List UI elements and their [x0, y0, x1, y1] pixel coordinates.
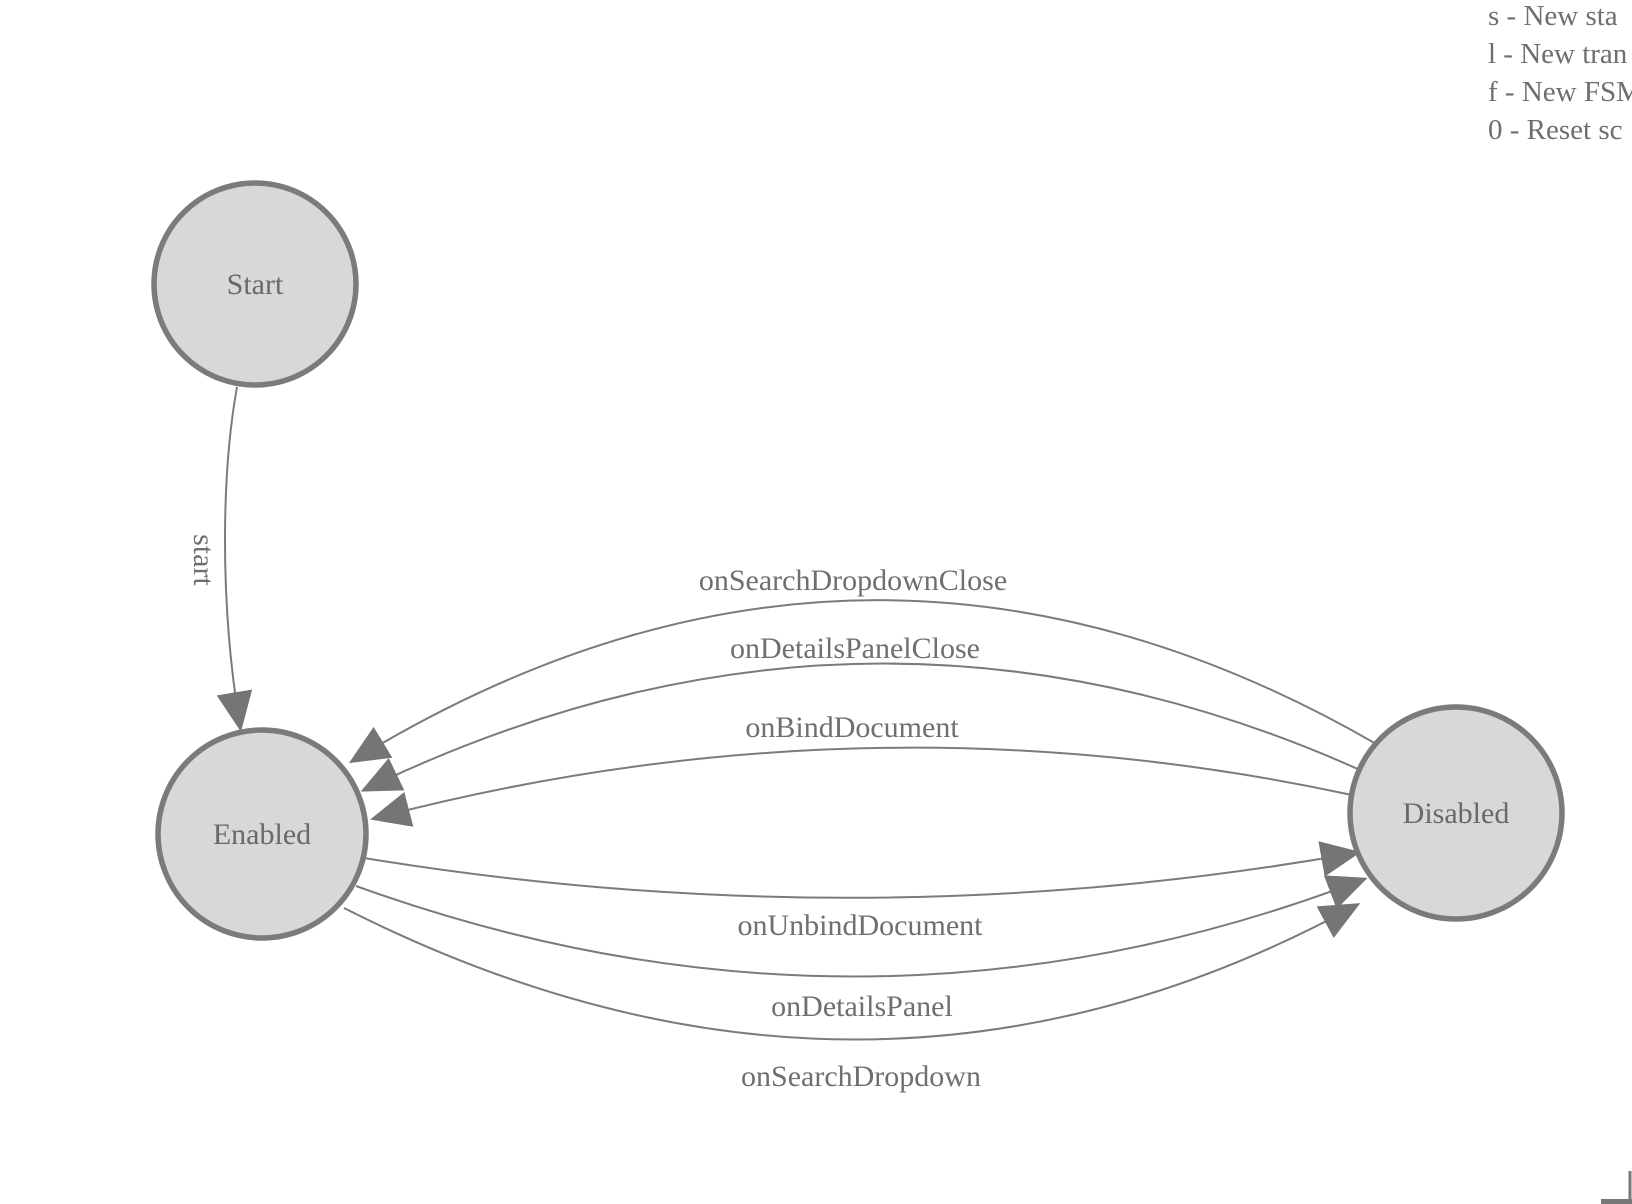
state-circle-start[interactable]	[151, 180, 359, 388]
edge-disabled-to-enabled-onBindDocument[interactable]	[370, 746, 1353, 827]
shortcut-line-new-state: s - New sta	[1488, 0, 1618, 32]
state-circle-enabled[interactable]	[155, 727, 369, 941]
edge-label-onUnbindDocument: onUnbindDocument	[738, 909, 984, 942]
edge-enabled-to-disabled-onDetailsPanel[interactable]	[355, 875, 1368, 978]
panel-corner-horizontal-line	[1601, 1199, 1632, 1204]
shortcut-line-new-fsm: f - New FSM	[1488, 76, 1632, 108]
state-label-enabled: Enabled	[213, 818, 311, 851]
shortcuts-legend: s - New sta l - New tran f - New FSM 0 -…	[1488, 0, 1632, 149]
state-label-disabled: Disabled	[1403, 797, 1510, 830]
state-nodes: Start Enabled Disabled	[151, 180, 1565, 941]
panel-corner-vertical-line	[1628, 1171, 1632, 1204]
shortcut-line-reset: 0 - Reset sc	[1488, 114, 1623, 146]
edge-disabled-to-enabled-onSearchDropdownClose[interactable]	[348, 599, 1379, 764]
edge-label-onBindDocument: onBindDocument	[745, 711, 959, 744]
edge-enabled-to-disabled-onUnbindDocument[interactable]	[363, 841, 1361, 899]
panel-corner	[1601, 1171, 1632, 1204]
state-node-enabled[interactable]: Enabled	[155, 727, 369, 941]
edge-labels: start onSearchDropdownClose onDetailsPan…	[187, 534, 1007, 1093]
edge-label-start: start	[187, 534, 220, 586]
state-label-start: Start	[227, 268, 284, 301]
edge-enabled-to-disabled-onSearchDropdown[interactable]	[343, 903, 1361, 1041]
state-circle-disabled[interactable]	[1347, 704, 1565, 922]
edge-label-onDetailsPanel: onDetailsPanel	[771, 990, 953, 1023]
shortcut-line-new-transition: l - New tran	[1488, 38, 1628, 70]
edge-label-onSearchDropdown: onSearchDropdown	[741, 1060, 981, 1093]
state-node-disabled[interactable]: Disabled	[1347, 704, 1565, 922]
edge-start-to-enabled[interactable]	[216, 386, 253, 732]
edge-label-onSearchDropdownClose: onSearchDropdownClose	[699, 564, 1007, 597]
state-node-start[interactable]: Start	[151, 180, 359, 388]
edge-label-onDetailsPanelClose: onDetailsPanelClose	[730, 632, 980, 665]
edge-disabled-to-enabled-onDetailsPanelClose[interactable]	[360, 662, 1361, 792]
edges	[216, 386, 1379, 1041]
